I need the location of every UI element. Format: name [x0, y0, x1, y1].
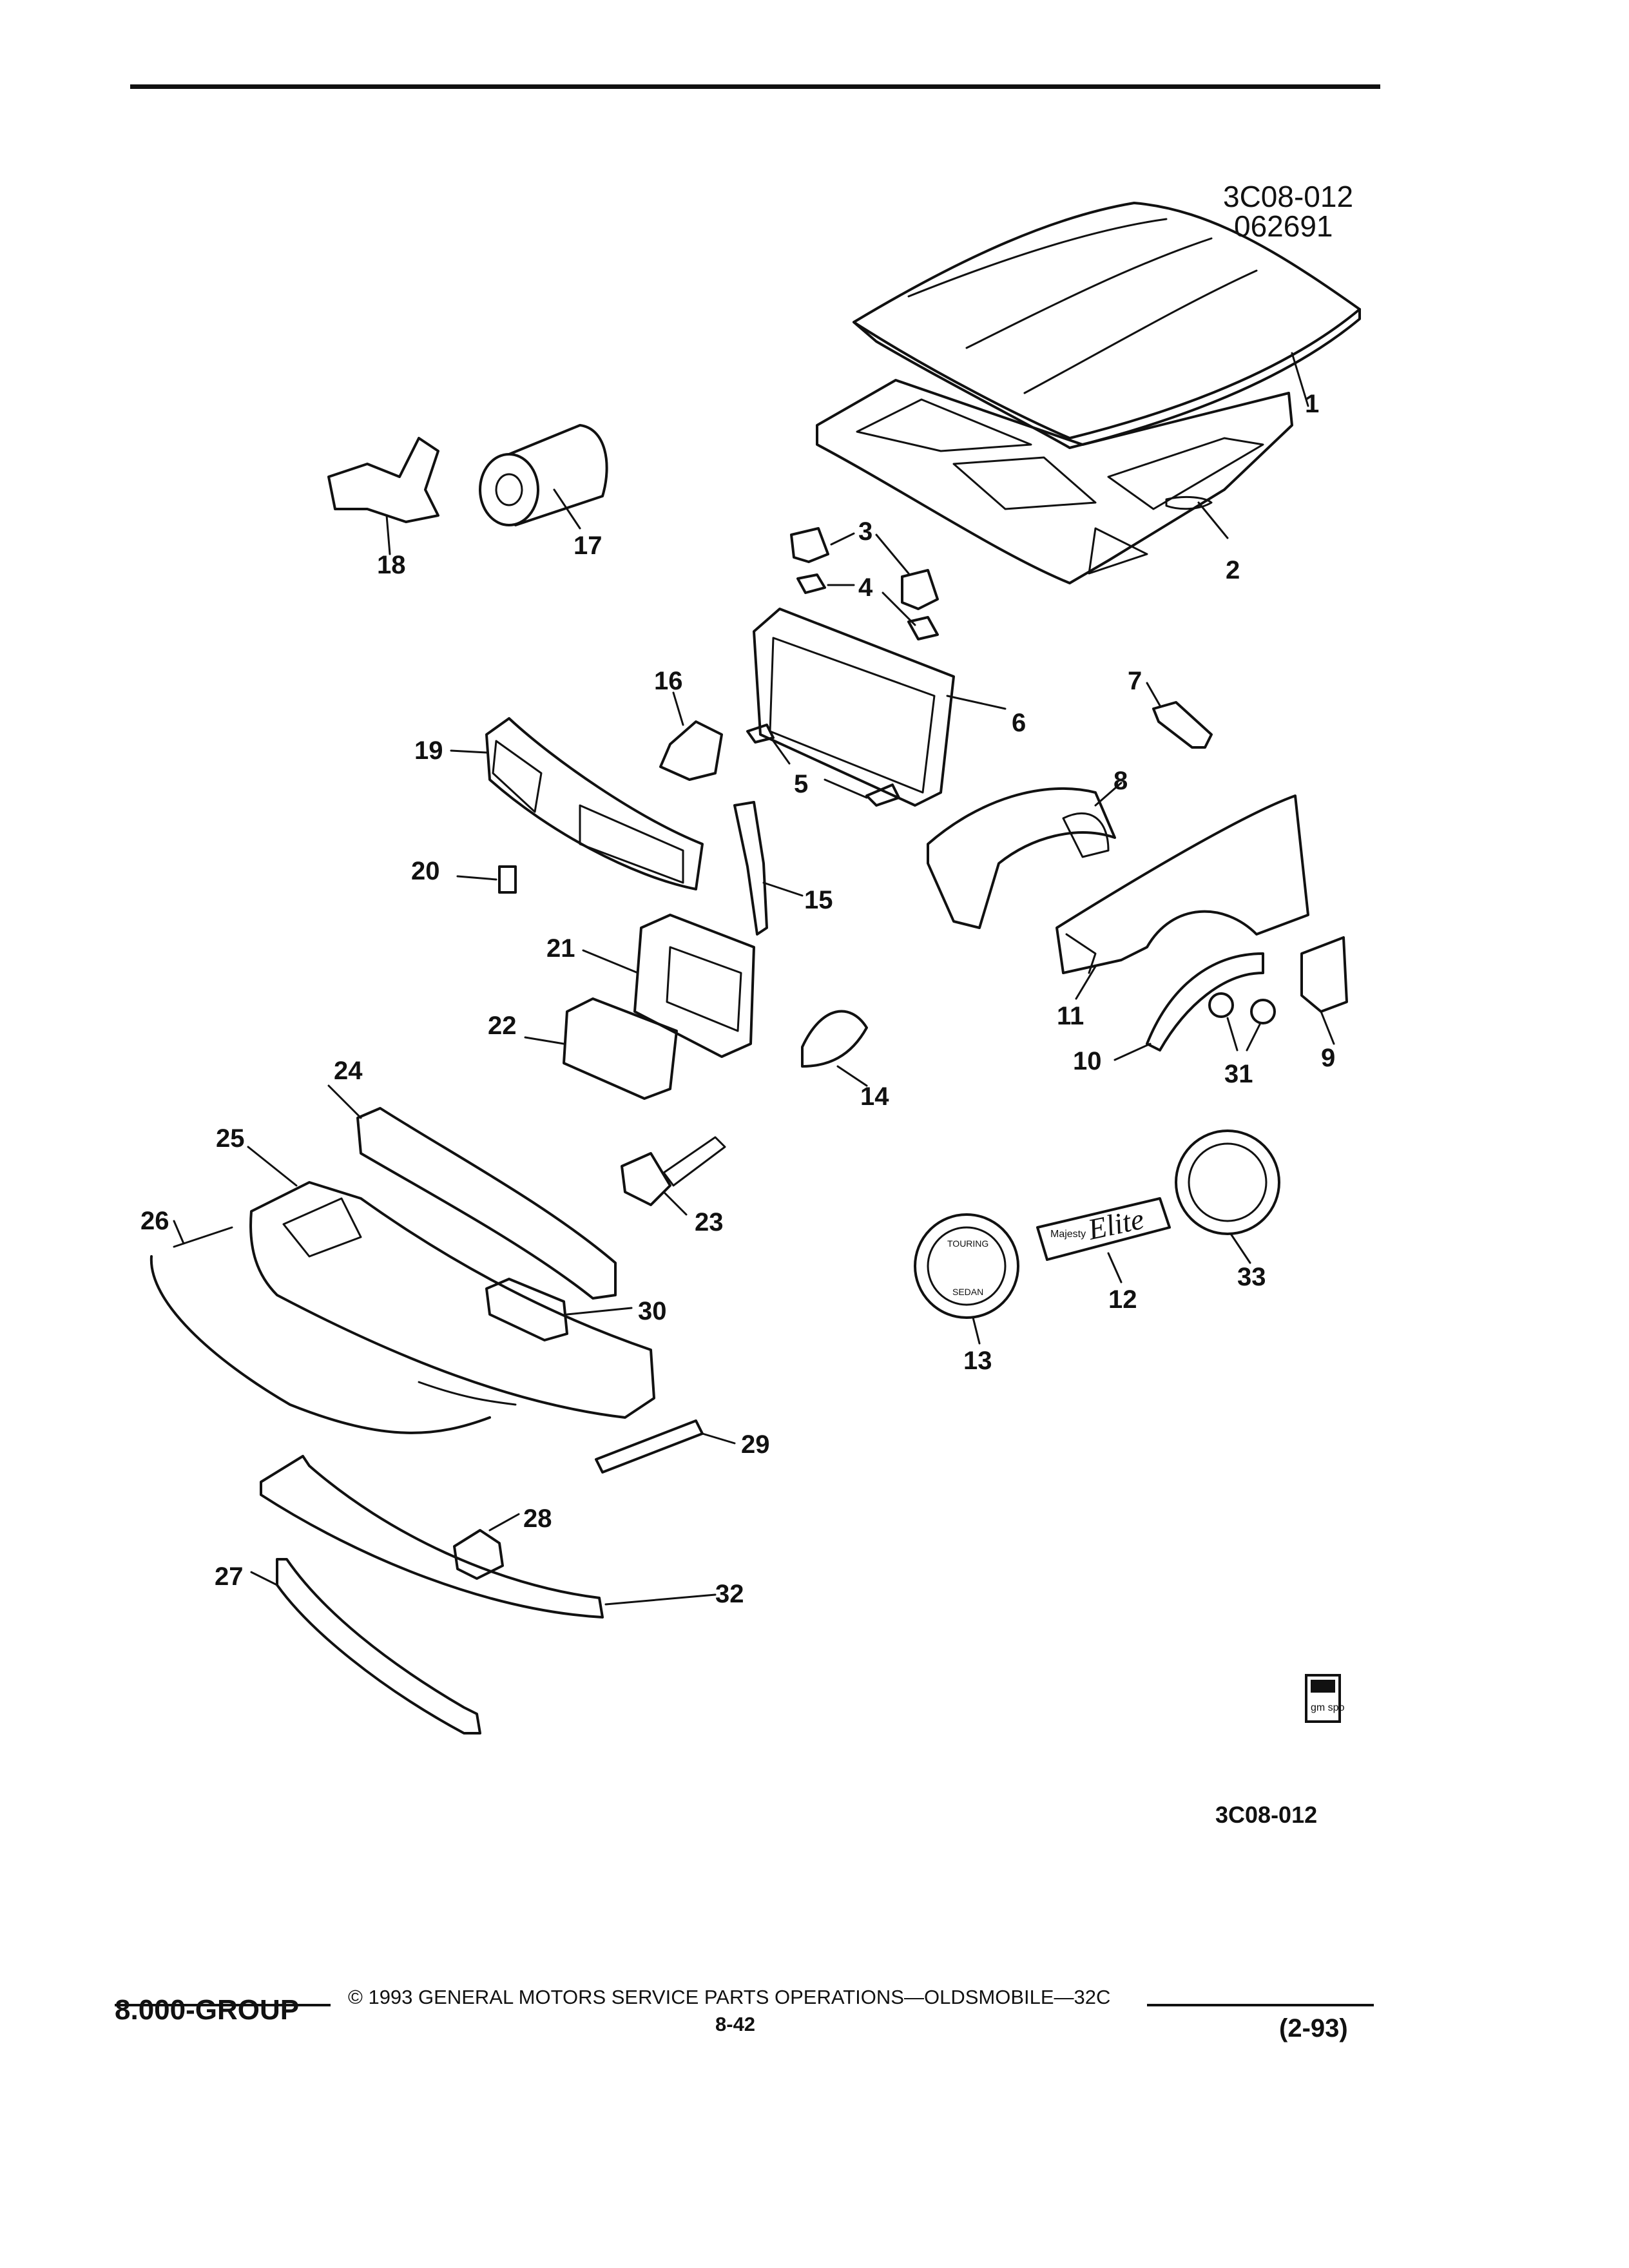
callout-21: 21	[546, 934, 575, 963]
reference-code: 3C08-012	[1215, 1802, 1318, 1828]
gm-spo-logo: gm spo	[1305, 1674, 1345, 1723]
copyright-line: © 1993 GENERAL MOTORS SERVICE PARTS OPER…	[348, 1986, 1111, 2008]
callout-2: 2	[1226, 556, 1240, 584]
part-wheel-molding	[1113, 952, 1264, 1061]
callout-3: 3	[858, 517, 872, 546]
top-rule	[130, 84, 1380, 89]
part-hood-hinge	[790, 527, 939, 610]
part-radiator	[753, 608, 1007, 807]
badge-12-small: Majesty	[1050, 1229, 1086, 1240]
part-latch	[1146, 682, 1213, 749]
callout-1: 1	[1305, 390, 1319, 418]
callout-11: 11	[1057, 1002, 1084, 1030]
part-hood	[853, 202, 1361, 449]
callout-24: 24	[334, 1057, 363, 1085]
gm-spo-logo-text: gm spo	[1311, 1702, 1345, 1713]
part-elite-badge	[1036, 1197, 1171, 1283]
callout-29: 29	[741, 1430, 770, 1459]
date-code: 062691	[1234, 209, 1333, 243]
part-compressor	[479, 424, 608, 530]
part-front-fascia	[247, 1146, 655, 1419]
part-side-lamp	[595, 1419, 736, 1474]
part-clamp	[746, 724, 900, 807]
callout-4: 4	[858, 573, 873, 602]
part-mount-bracket	[327, 437, 439, 555]
part-grille	[450, 717, 704, 890]
callout-17: 17	[574, 532, 602, 560]
callout-19: 19	[414, 736, 443, 765]
callout-18: 18	[377, 551, 406, 579]
callout-32: 32	[715, 1580, 744, 1608]
badge-12-text: Elite	[1084, 1202, 1147, 1246]
callout-23: 23	[695, 1208, 724, 1236]
callout-10: 10	[1073, 1047, 1102, 1075]
footer-rule-right	[1147, 2004, 1374, 2006]
callout-6: 6	[1012, 709, 1026, 737]
callout-9: 9	[1321, 1044, 1335, 1072]
part-socket	[621, 1136, 726, 1216]
part-wheelhouse-liner	[927, 782, 1123, 929]
part-bracket-4	[796, 573, 939, 640]
part-bumper-reinforcement	[327, 1084, 617, 1300]
callout-30: 30	[638, 1297, 667, 1325]
part-touring-sedan-emblem	[914, 1213, 1019, 1345]
page-number: 8-42	[715, 2013, 756, 2035]
callout-15: 15	[804, 886, 833, 914]
part-air-deflector	[260, 1455, 717, 1619]
part-brace	[733, 801, 804, 936]
callout-20: 20	[411, 857, 440, 885]
part-marker-lens	[801, 1010, 868, 1087]
footer-rule-left	[115, 2004, 331, 2006]
callout-12: 12	[1108, 1285, 1137, 1314]
callout-5: 5	[794, 770, 808, 798]
part-lower-molding	[250, 1558, 481, 1735]
part-support-bracket	[659, 691, 723, 781]
callout-8: 8	[1113, 767, 1128, 795]
callout-13: 13	[963, 1347, 992, 1375]
part-fender	[1055, 794, 1309, 1000]
callout-26: 26	[140, 1207, 169, 1235]
callout-16: 16	[654, 667, 683, 695]
part-round-emblem	[1175, 1129, 1280, 1264]
emblem-13-bottom: SEDAN	[952, 1287, 983, 1297]
callout-25: 25	[216, 1124, 245, 1153]
callout-14: 14	[860, 1082, 889, 1111]
part-headlamp	[524, 997, 678, 1100]
revision-code: (2-93)	[1279, 2014, 1348, 2042]
callout-28: 28	[523, 1504, 552, 1533]
callout-31: 31	[1224, 1060, 1253, 1088]
drawing-id: 3C08-012	[1223, 180, 1354, 213]
part-fastener	[1208, 992, 1276, 1052]
part-bracket-28	[453, 1513, 520, 1580]
callout-33: 33	[1237, 1263, 1266, 1291]
emblem-13-top: TOURING	[947, 1238, 988, 1249]
callout-22: 22	[488, 1012, 517, 1040]
part-headlamp-housing	[582, 914, 755, 1058]
callout-labels: 1 2 3 4 5 6 7 8 9 10 11 12 13 14 15 16 1…	[140, 390, 1335, 1608]
part-fog-lamp	[485, 1278, 633, 1341]
group-label: 8.000-GROUP	[115, 1994, 300, 2026]
callout-7: 7	[1128, 667, 1142, 695]
part-fender-extension	[1300, 936, 1348, 1045]
part-fascia-strip	[149, 1220, 491, 1434]
part-hood-inner-panel	[816, 379, 1293, 584]
part-clip-20	[456, 865, 517, 894]
callout-27: 27	[215, 1562, 244, 1591]
